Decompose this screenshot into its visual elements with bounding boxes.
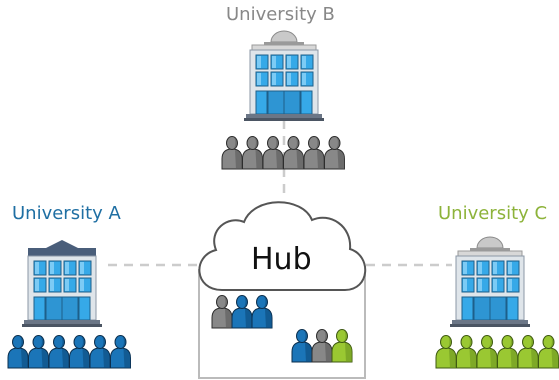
university-a-label: University A xyxy=(12,203,121,224)
person-icon xyxy=(497,335,518,369)
person-icon xyxy=(89,335,111,369)
person-icon xyxy=(69,335,90,369)
person-icon xyxy=(221,136,243,170)
person-icon xyxy=(7,335,29,369)
university-c-people xyxy=(435,335,559,369)
person-icon xyxy=(110,335,131,369)
university-a-building-icon xyxy=(22,240,102,327)
person-icon xyxy=(538,335,559,369)
person-icon xyxy=(262,136,284,170)
person-icon xyxy=(311,329,333,363)
hub-cloud xyxy=(198,201,367,291)
person-icon xyxy=(28,335,49,369)
hub-people xyxy=(211,295,353,363)
person-icon xyxy=(251,295,273,329)
person-icon xyxy=(476,335,498,369)
person-icon xyxy=(435,335,457,369)
person-icon xyxy=(231,295,253,329)
university-b-building-icon xyxy=(244,30,324,121)
university-a-people xyxy=(7,335,131,369)
person-icon xyxy=(303,136,325,170)
hub-label: Hub xyxy=(251,242,312,277)
university-b-label: University B xyxy=(226,4,335,25)
person-icon xyxy=(517,335,539,369)
person-icon xyxy=(324,136,345,170)
university-c-label: University C xyxy=(438,203,548,224)
university-b-people xyxy=(221,136,345,170)
university-c-building-icon xyxy=(450,236,530,327)
person-icon xyxy=(456,335,477,369)
person-icon xyxy=(283,136,304,170)
person-icon xyxy=(291,329,313,363)
person-icon xyxy=(211,295,233,329)
person-icon xyxy=(331,329,353,363)
person-icon xyxy=(242,136,263,170)
person-icon xyxy=(48,335,70,369)
